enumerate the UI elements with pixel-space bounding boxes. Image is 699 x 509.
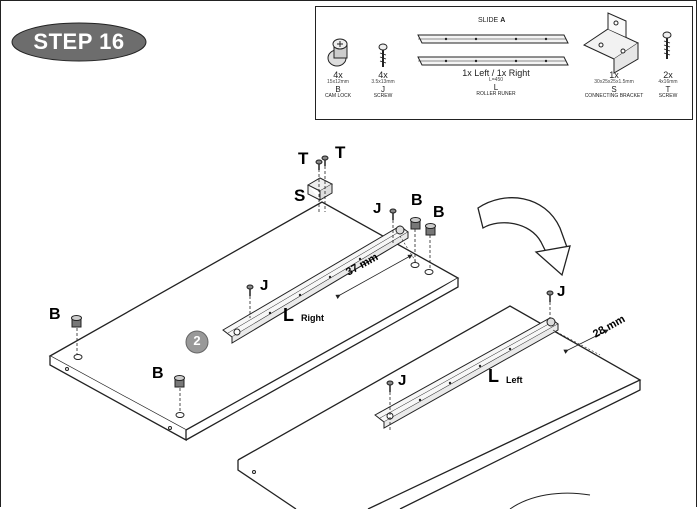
part-screw-j: 4x 3.5x13mm J SCREW [371,70,395,100]
screw-j-left [386,380,394,430]
label-l-left: L [488,366,499,386]
bracket-s [306,166,334,212]
step-badge: STEP 16 [11,22,147,62]
label-b-top-2: B [433,204,445,221]
label-j-mid: J [260,277,269,294]
parts-illustrations [327,12,672,74]
slide-title: SLIDE A [478,17,506,24]
part-screw-t: 2x 4x16mm T SCREW [658,70,678,100]
screw-t-left [315,159,323,170]
roller-runner-left [374,317,559,429]
screw-t-right [321,155,329,166]
dimension-28mm [552,329,609,356]
label-t-1: T [298,149,309,168]
cam-lock-top-2 [425,223,436,270]
label-t-2: T [335,143,346,162]
screw-t-icon [662,31,672,59]
screw-j-icon [378,43,388,67]
label-b-left: B [49,306,61,323]
screw-j-top [389,208,397,245]
dimension-37mm [335,235,417,300]
label-b-bottom: B [152,365,164,382]
label-s: S [294,186,306,205]
label-b-top-1: B [411,192,423,209]
screw-j-right [546,290,554,318]
parts-list-box: SLIDE A [315,6,693,120]
cam-lock-left [71,315,82,355]
label-l-right: L [283,305,294,325]
part-cam-lock: 4x 15x12mm B CAM LOCK [324,70,352,100]
label-left-word: Left [506,375,523,385]
connecting-bracket-icon [582,12,640,74]
roller-runner-icon [417,34,569,66]
label-j-right: J [557,283,566,300]
rotate-arrow-icon [477,197,571,277]
label-j-left: J [398,372,407,389]
cam-lock-icon [327,38,348,67]
cam-lock-bottom [174,375,185,412]
screw-j-mid [246,284,254,318]
cam-lock-top-1 [410,217,421,262]
part-connecting-bracket: 1x 30x25x25x1.5mm S CONNECTING BRACKET [584,70,644,100]
label-right-word: Right [301,313,324,323]
part-roller-runner: 1x Left / 1x Right L=450 L ROLLER RUNER [462,68,530,98]
step-number-circle [185,330,209,354]
label-j-top: J [373,200,382,217]
step-label: STEP 16 [33,29,125,54]
circle-number: 2 [193,333,201,348]
